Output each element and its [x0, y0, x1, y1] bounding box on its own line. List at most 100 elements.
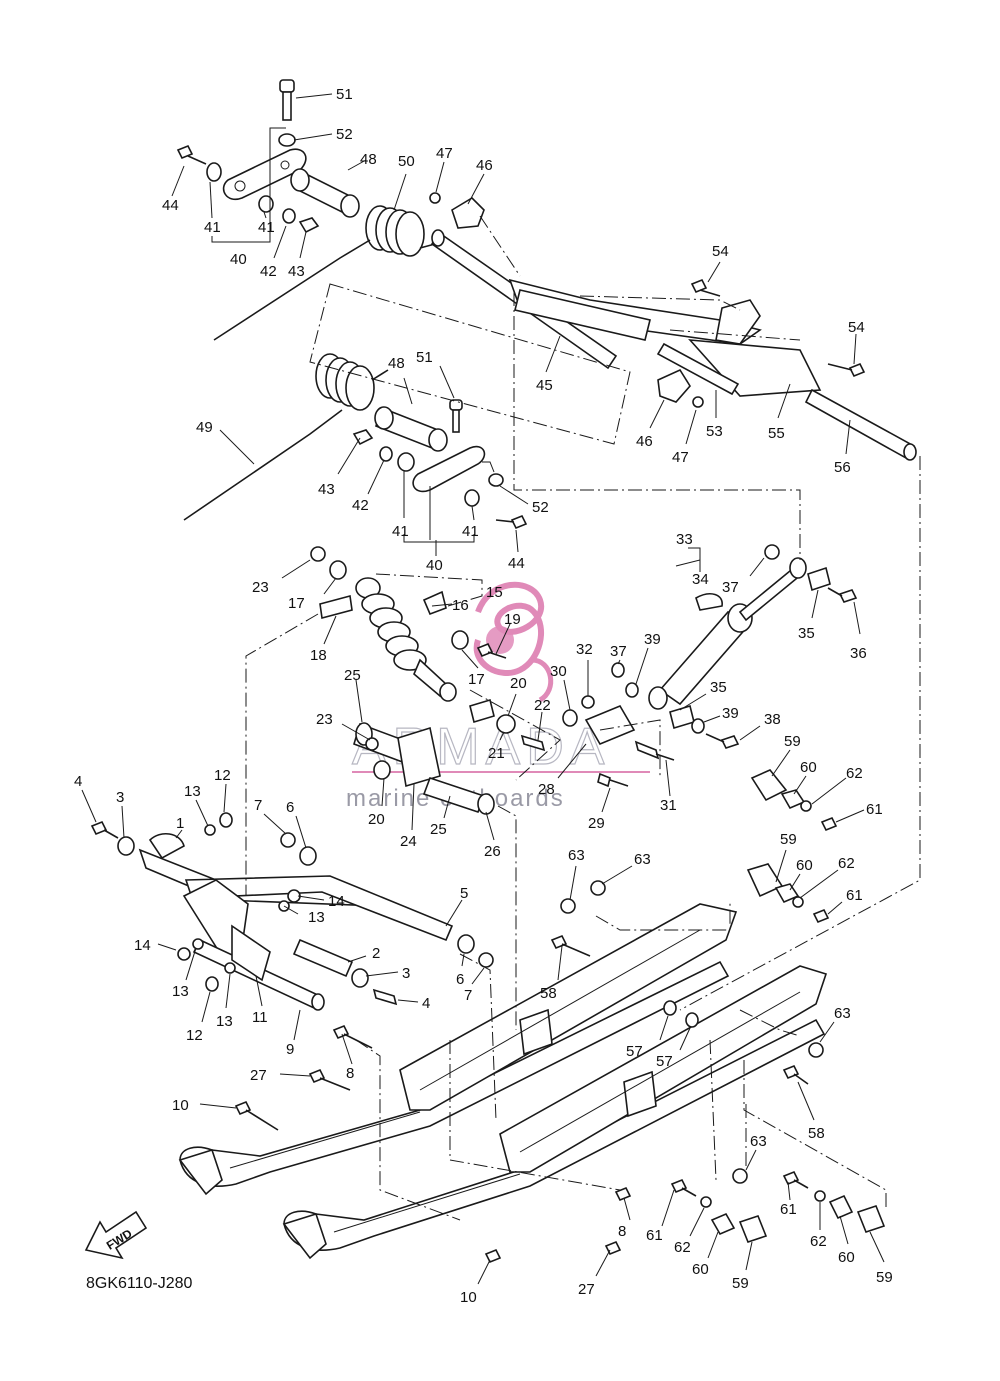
collar-3-left — [117, 836, 135, 856]
bracket-54 — [715, 299, 761, 345]
leader — [477, 1259, 491, 1285]
callout-label: 13 — [216, 1013, 233, 1030]
bushing-41-lower-b — [464, 489, 480, 507]
leader — [685, 409, 697, 445]
callout-label: 63 — [634, 851, 651, 868]
circlip-47-upper — [429, 192, 441, 204]
bushing-41-lower-a — [397, 452, 415, 472]
leader — [323, 615, 337, 645]
callout-label: 10 — [172, 1097, 189, 1114]
leader — [739, 725, 761, 741]
callout-label: 55 — [768, 425, 785, 442]
leader — [411, 783, 415, 831]
bolt-61-d — [782, 1170, 800, 1186]
circlip-47-lower — [692, 396, 704, 408]
callout-label: 38 — [764, 711, 781, 728]
leader — [199, 1103, 237, 1109]
nut-30 — [562, 709, 578, 727]
callout-label: 61 — [646, 1227, 663, 1244]
callout-label: 63 — [568, 847, 585, 864]
collar-21 — [496, 714, 516, 734]
callout-label: 52 — [532, 499, 549, 516]
leader — [211, 127, 286, 243]
arm-1-eye — [148, 833, 185, 860]
dashed-guide — [679, 456, 921, 1011]
callout-label: 44 — [508, 555, 525, 572]
leader — [595, 1249, 611, 1277]
bolt-27-left — [308, 1068, 326, 1084]
leader — [157, 943, 177, 951]
dashed-guide — [459, 953, 497, 1121]
slider-59-c — [738, 1215, 768, 1243]
tube-53 — [656, 342, 740, 396]
washer-62-a — [800, 800, 812, 812]
leader — [223, 783, 227, 813]
callout-label: 59 — [780, 831, 797, 848]
bolt-shank — [793, 1179, 809, 1189]
washer-57-a — [663, 1000, 677, 1016]
dashed-guide — [309, 283, 631, 445]
callout-labels: 51 52 44 41 41 40 48 50 47 46 42 43 54 5… — [74, 86, 893, 1306]
leader — [745, 1149, 757, 1171]
plate-46-upper — [451, 196, 485, 229]
callout-label: 59 — [732, 1275, 749, 1292]
collar-35-upper — [807, 566, 831, 592]
callout-label: 3 — [116, 789, 124, 806]
leader — [482, 461, 495, 473]
bolt-shank — [609, 779, 629, 787]
leader — [515, 529, 519, 553]
bolt-shank — [561, 943, 591, 957]
callout-label: 9 — [286, 1041, 294, 1058]
leader — [185, 947, 197, 981]
dashed-guide — [739, 1009, 801, 1037]
bolt-8-left — [332, 1024, 350, 1040]
slide-rails — [178, 769, 886, 1264]
callout-label: 8 — [618, 1223, 626, 1240]
callout-label: 32 — [576, 641, 593, 658]
callout-label: 43 — [288, 263, 305, 280]
callout-label: 61 — [866, 801, 883, 818]
leader — [443, 795, 451, 819]
bolt-38 — [720, 735, 740, 749]
leader — [431, 603, 453, 607]
callout-label: 39 — [722, 705, 739, 722]
bolt-shank — [793, 1073, 809, 1085]
leader — [569, 865, 577, 901]
callout-label: 27 — [578, 1281, 595, 1298]
collar-26 — [477, 793, 495, 815]
leader — [283, 905, 299, 915]
spring-50 — [213, 205, 451, 341]
callout-label: 54 — [712, 243, 729, 260]
washer-62-b — [792, 896, 804, 908]
bolt-51-shank — [282, 91, 292, 121]
bolt-shank — [705, 733, 725, 743]
bolt-29 — [597, 772, 611, 788]
leader — [689, 1207, 705, 1237]
bolt-54-right — [848, 362, 866, 378]
slider-59-d — [856, 1205, 886, 1233]
callout-label: 62 — [838, 855, 855, 872]
callout-label: 59 — [784, 733, 801, 750]
leader — [323, 577, 337, 595]
tube-end — [903, 443, 917, 461]
bolt-36 — [838, 589, 858, 603]
callout-label: 17 — [468, 671, 485, 688]
leader — [775, 849, 787, 883]
leader — [679, 1027, 691, 1051]
nut-43-upper — [298, 217, 320, 234]
washer-39-upper — [625, 682, 639, 698]
nut-14-lower — [177, 947, 191, 961]
nut-52-lower — [488, 473, 504, 487]
callout-label: 61 — [846, 887, 863, 904]
leader — [445, 899, 463, 927]
nut-43-lower — [352, 429, 374, 446]
callout-label: 41 — [258, 219, 275, 236]
leader — [707, 1231, 719, 1259]
tube-56 — [804, 388, 916, 460]
bolt-shank — [495, 519, 515, 523]
callout-label: 39 — [644, 631, 661, 648]
callout-label: 45 — [536, 377, 553, 394]
leader — [341, 1033, 353, 1065]
callout-label: 57 — [656, 1053, 673, 1070]
leader — [471, 967, 485, 985]
